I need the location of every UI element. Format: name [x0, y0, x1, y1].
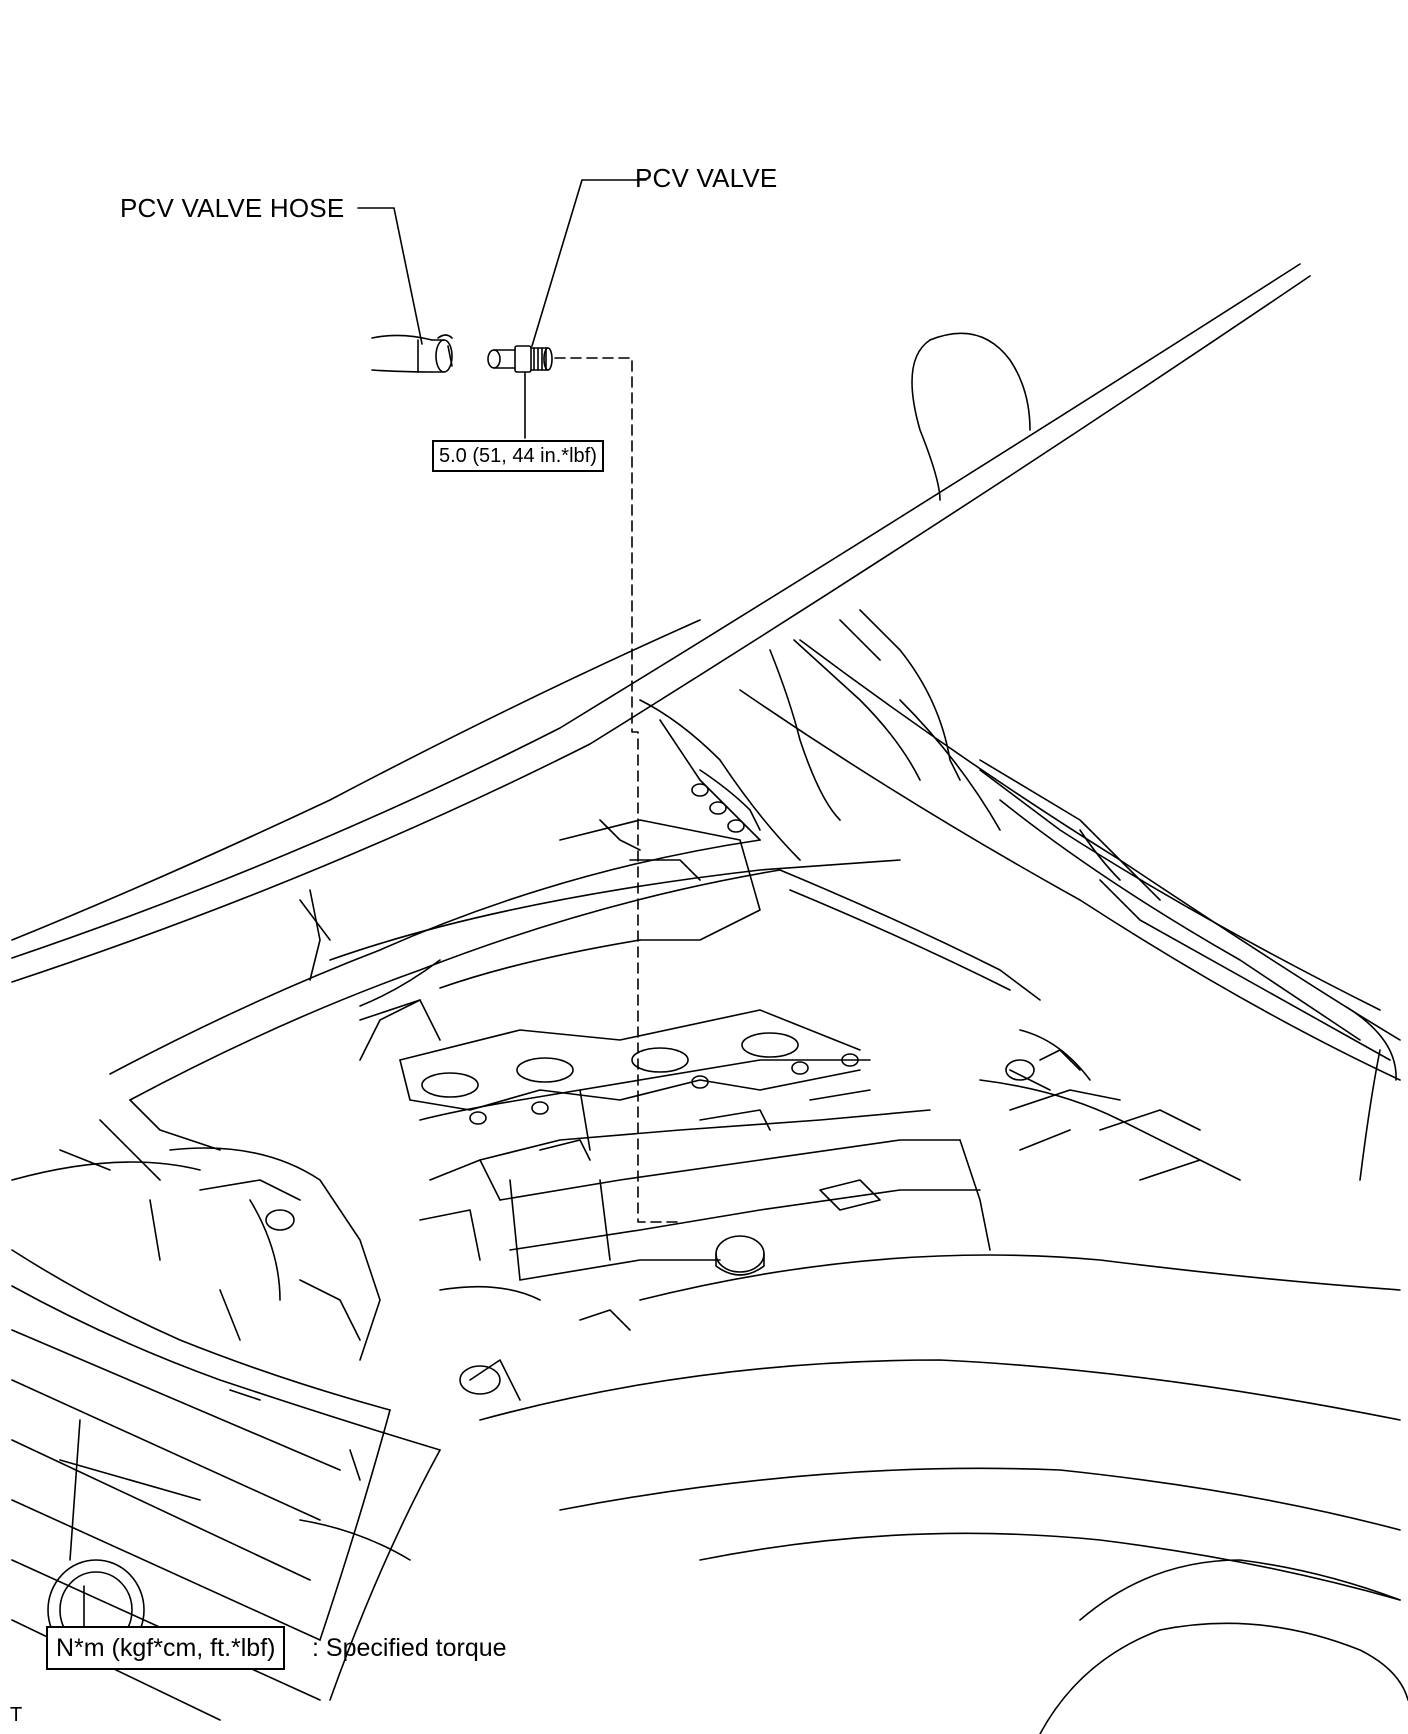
hood-outline — [11, 263, 1311, 983]
engine-top — [359, 783, 1091, 1281]
oil-filler-cap — [715, 1235, 765, 1273]
torque-legend-text: : Specified torque — [312, 1634, 507, 1662]
pcv-valve-label: PCV VALVE — [635, 163, 778, 193]
installation-dashed-line — [554, 357, 683, 1223]
cowl-area — [59, 839, 901, 1181]
pcv-valve-hose-label: PCV VALVE HOSE — [120, 193, 345, 223]
body-right-outline — [479, 639, 1408, 1734]
pcv-valve-hose-part — [371, 334, 453, 373]
leader-lines — [357, 179, 647, 439]
torque-legend-box: N*m (kgf*cm, ft.*lbf) — [46, 1626, 286, 1670]
right-side-components — [639, 609, 1241, 1276]
figure-code: T — [10, 1704, 23, 1726]
pcv-valve-part — [487, 345, 553, 373]
radiator-support — [149, 1147, 631, 1481]
pcv-valve-torque-spec: 5.0 (51, 44 in.*lbf) — [432, 440, 604, 472]
